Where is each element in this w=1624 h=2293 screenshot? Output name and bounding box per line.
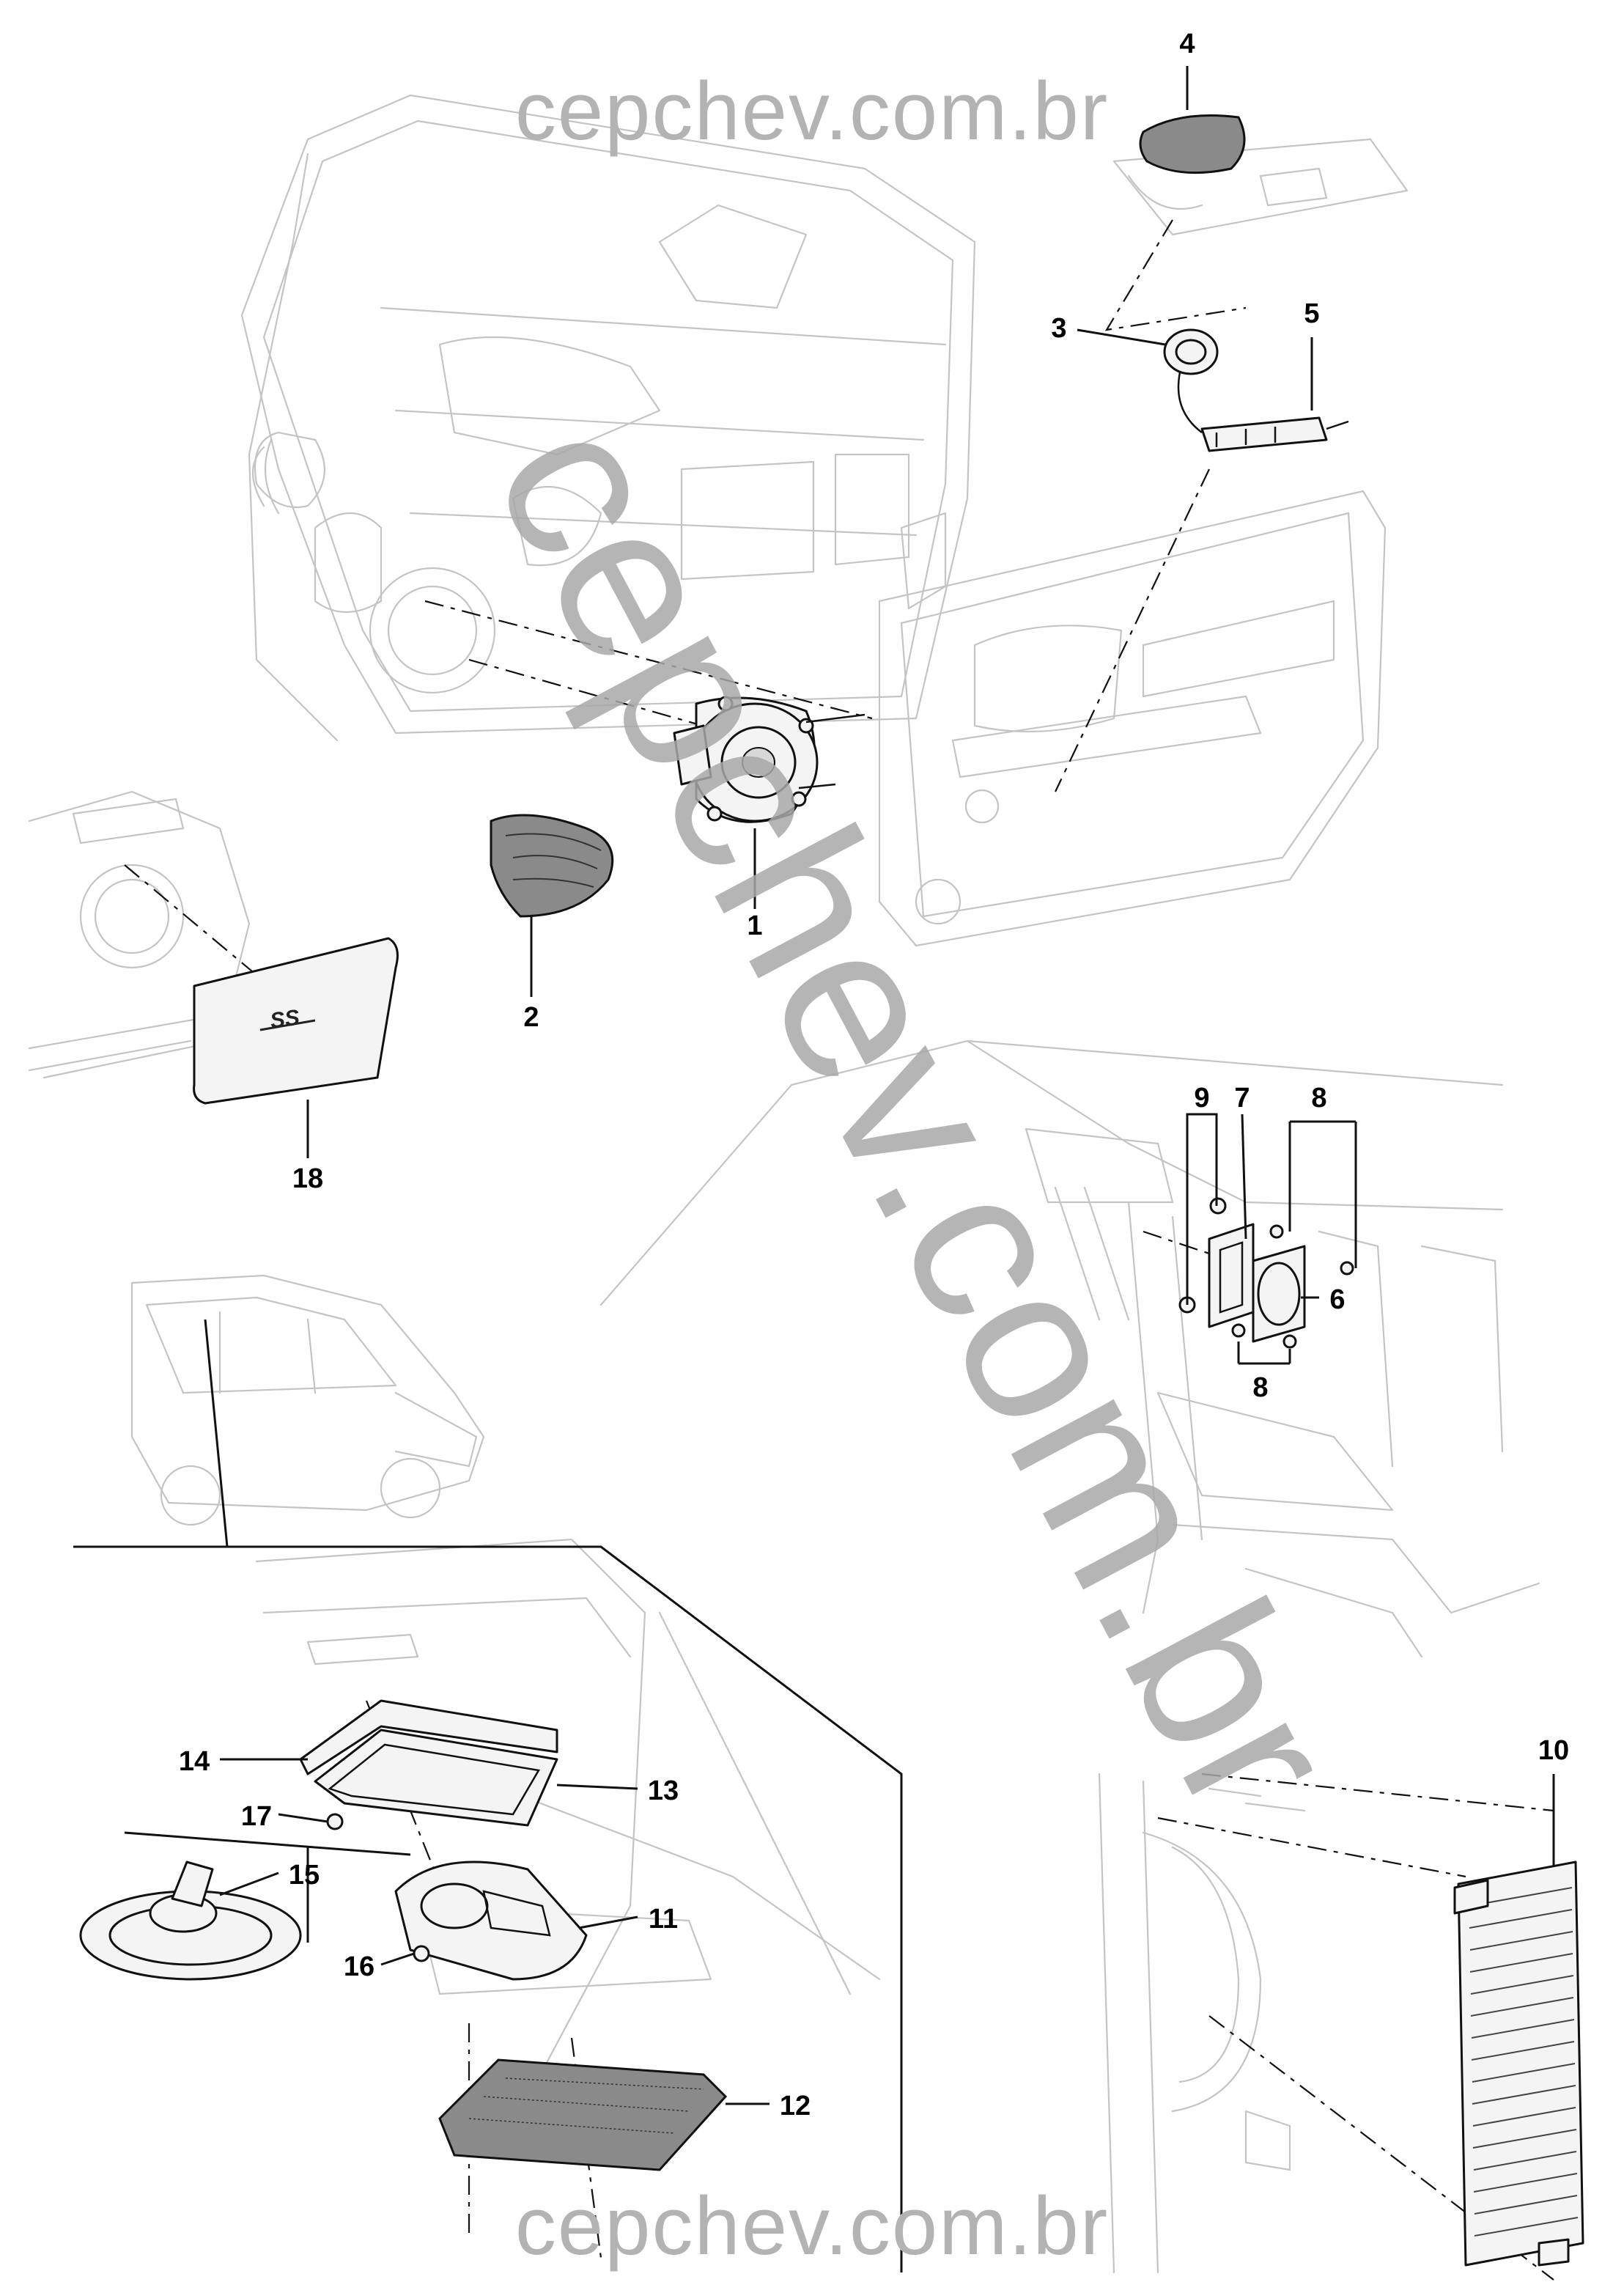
- part-4-tweeter-cover: [1139, 114, 1246, 174]
- callout-4: 4: [1179, 29, 1195, 59]
- callout-18: 18: [292, 1163, 323, 1194]
- part-8-screws: [1231, 1224, 1354, 1349]
- callout-8-top: 8: [1311, 1083, 1326, 1114]
- callout-10: 10: [1538, 1735, 1569, 1766]
- part-10-rear-grille: [1453, 1860, 1584, 2267]
- callout-13: 13: [648, 1775, 679, 1806]
- truck-silhouette-ghost: [130, 1274, 485, 1526]
- callout-7: 7: [1234, 1083, 1250, 1114]
- callout-12: 12: [780, 2091, 811, 2121]
- headliner-ghost: [255, 1538, 881, 2127]
- part-3-tweeter: [1163, 328, 1219, 433]
- part-14-mounting-plate: [299, 1699, 558, 1775]
- callout-14: 14: [179, 1746, 210, 1777]
- callout-3: 3: [1051, 313, 1066, 344]
- part-5-harness-connector: [1200, 416, 1349, 452]
- rear-door-panel-ghost: [878, 138, 1409, 947]
- callout-1: 1: [747, 910, 762, 941]
- dashboard-ghost: [28, 790, 251, 1079]
- watermark-top: cepchev.com.br: [515, 65, 1109, 157]
- badge-emblem: SS: [269, 1005, 301, 1033]
- part-12-perforated-cover: [438, 2058, 728, 2171]
- part-17-screw: [326, 1813, 344, 1830]
- door-inner-panel-ghost: [240, 94, 976, 742]
- part-6-interior-speaker: [1252, 1245, 1306, 1343]
- callout-15: 15: [289, 1860, 320, 1891]
- callout-5: 5: [1304, 298, 1319, 329]
- part-11-overhead-speaker: [394, 1860, 588, 1981]
- rear-pillar-ghost: [1098, 1773, 1306, 2274]
- part-13-gasket-frame: [314, 1729, 558, 1827]
- watermark-diagonal: cepchev.com.br: [447, 379, 1387, 1852]
- callout-6: 6: [1329, 1284, 1345, 1315]
- part-1-door-speaker: [673, 696, 865, 823]
- leader-lines: [73, 66, 1555, 2272]
- callout-11: 11: [649, 1904, 678, 1935]
- callout-16: 16: [344, 1951, 374, 1982]
- part-15-oval-speaker: [79, 1860, 302, 1981]
- callout-2: 2: [523, 1002, 539, 1033]
- watermark-bottom: cepchev.com.br: [515, 2180, 1109, 2272]
- interior-cabin-ghost: [599, 1039, 1540, 1658]
- callout-17: 17: [241, 1801, 272, 1832]
- callout-8-bottom: 8: [1252, 1372, 1268, 1403]
- part-16-screw: [413, 1945, 430, 1962]
- part-7-speaker-bracket: [1208, 1223, 1255, 1328]
- part-18-dash-grille: SS: [193, 937, 399, 1105]
- callout-9: 9: [1194, 1083, 1209, 1114]
- part-2-speaker-cover: [490, 814, 614, 918]
- callout-numbers: 1 2 3 4 5 6 7 8 8 9 10 11 12 13 14 15 16…: [179, 29, 1569, 2121]
